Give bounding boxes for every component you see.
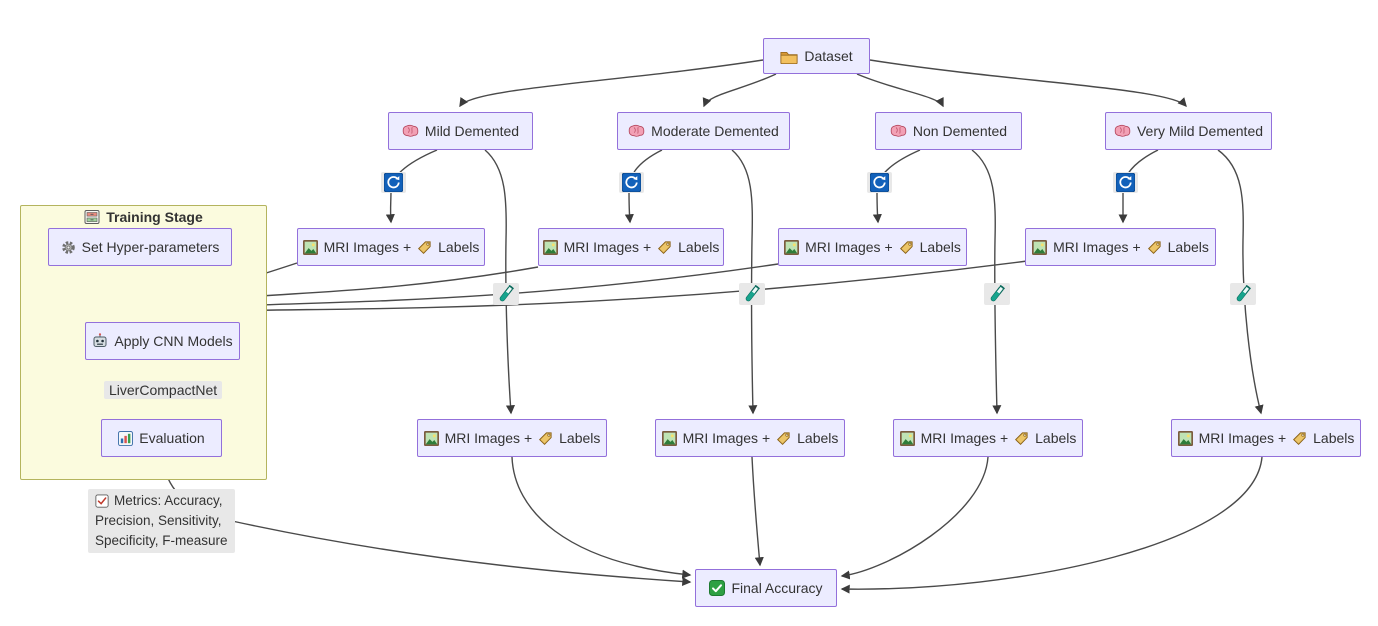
node-mri-train-2: MRI Images + Labels <box>538 228 724 266</box>
mri-images-label: MRI Images + <box>805 239 893 255</box>
edge-train4-cnn <box>193 260 1028 318</box>
brain-icon <box>890 124 907 138</box>
checkbox-icon <box>95 494 109 508</box>
edge-non-test <box>971 149 1002 415</box>
labels-label: Labels <box>438 239 480 255</box>
labels-label: Labels <box>678 239 720 255</box>
labels-label: Labels <box>797 430 839 446</box>
node-dataset: Dataset <box>763 38 870 74</box>
node-non-demented: Non Demented <box>875 112 1022 150</box>
edge-test3-final <box>840 456 989 580</box>
tag-icon <box>899 240 914 255</box>
tag-icon <box>1292 431 1307 446</box>
image-icon <box>661 430 677 446</box>
brain-icon <box>402 124 419 138</box>
tag-icon <box>776 431 791 446</box>
node-mri-test-4: MRI Images + Labels <box>1171 419 1361 457</box>
set-hyperparameters-label: Set Hyper-parameters <box>81 239 220 255</box>
image-icon <box>784 239 800 255</box>
moderate-demented-label: Moderate Demented <box>651 123 779 139</box>
mri-images-label: MRI Images + <box>920 430 1009 446</box>
tag-icon <box>538 431 553 446</box>
labels-label: Labels <box>1167 239 1209 255</box>
edge-verymild-test <box>1217 149 1264 415</box>
node-evaluation: Evaluation <box>101 419 222 457</box>
edge-train3-cnn <box>184 263 779 315</box>
tag-icon <box>417 240 432 255</box>
edge-dataset-moderate <box>702 73 777 108</box>
labels-label: Labels <box>919 239 961 255</box>
node-mri-test-3: MRI Images + Labels <box>893 419 1083 457</box>
labels-label: Labels <box>1313 430 1355 446</box>
metrics-line-3: Specificity, F-measure <box>95 533 228 548</box>
gear-icon <box>61 240 76 255</box>
node-mri-train-1: MRI Images + Labels <box>297 228 485 266</box>
node-mri-train-4: MRI Images + Labels <box>1025 228 1216 266</box>
evaluation-label: Evaluation <box>139 430 205 446</box>
node-mri-test-2: MRI Images + Labels <box>655 419 845 457</box>
dataset-label: Dataset <box>804 48 853 64</box>
training-stage-label: Training Stage <box>106 209 203 225</box>
image-icon <box>1177 430 1193 446</box>
model-name-edge-label: LiverCompactNet <box>104 381 223 399</box>
bar-chart-icon <box>118 430 134 446</box>
edge-test4-final <box>840 456 1263 594</box>
refresh-icon <box>619 172 644 193</box>
folder-icon <box>780 49 798 64</box>
node-mild-demented: Mild Demented <box>388 112 533 150</box>
edge-test1-final <box>511 456 692 579</box>
training-stage-title: Training Stage <box>21 209 266 225</box>
edge-moderate-test <box>731 149 758 415</box>
labels-label: Labels <box>559 430 601 446</box>
apply-cnn-models-label: Apply CNN Models <box>114 333 233 349</box>
image-icon <box>423 430 439 446</box>
edge-mild-test <box>484 149 516 415</box>
mri-images-label: MRI Images + <box>682 430 771 446</box>
refresh-icon <box>1113 172 1138 193</box>
robot-icon <box>92 333 108 349</box>
node-mri-test-1: MRI Images + Labels <box>417 419 607 457</box>
tag-icon <box>657 240 672 255</box>
node-mri-train-3: MRI Images + Labels <box>778 228 967 266</box>
test-tube-icon <box>1230 283 1256 305</box>
edge-test2-final <box>751 456 764 567</box>
final-accuracy-label: Final Accuracy <box>731 580 823 596</box>
image-icon <box>542 239 558 255</box>
mri-images-label: MRI Images + <box>1198 430 1287 446</box>
test-tube-icon <box>493 283 519 305</box>
tag-icon <box>1014 431 1029 446</box>
labels-label: Labels <box>1035 430 1077 446</box>
edge-dataset-non <box>856 73 944 108</box>
metrics-edge-label: Metrics: Accuracy, Precision, Sensitivit… <box>88 489 235 553</box>
metrics-line-1: Metrics: Accuracy, <box>114 493 223 508</box>
test-tube-icon <box>739 283 765 305</box>
refresh-icon <box>867 172 892 193</box>
node-set-hyperparameters: Set Hyper-parameters <box>48 228 232 266</box>
mri-images-label: MRI Images + <box>563 239 652 255</box>
brain-icon <box>1114 124 1131 138</box>
mild-demented-label: Mild Demented <box>424 123 520 139</box>
image-icon <box>302 239 318 255</box>
edge-dataset-mild <box>459 59 764 108</box>
test-tube-icon <box>984 283 1010 305</box>
image-icon <box>899 430 915 446</box>
tag-icon <box>1147 240 1162 255</box>
archive-box-icon <box>84 209 100 225</box>
refresh-icon <box>381 172 406 193</box>
brain-icon <box>628 124 645 138</box>
very-mild-demented-label: Very Mild Demented <box>1136 123 1264 139</box>
node-moderate-demented: Moderate Demented <box>617 112 790 150</box>
node-final-accuracy: Final Accuracy <box>695 569 837 607</box>
mri-images-label: MRI Images + <box>1053 239 1141 255</box>
mri-images-label: MRI Images + <box>444 430 533 446</box>
non-demented-label: Non Demented <box>912 123 1008 139</box>
node-very-mild-demented: Very Mild Demented <box>1105 112 1272 150</box>
edge-dataset-verymild <box>869 59 1187 108</box>
node-apply-cnn-models: Apply CNN Models <box>85 322 240 360</box>
metrics-line-2: Precision, Sensitivity, <box>95 513 222 528</box>
green-check-icon <box>709 580 726 596</box>
mri-images-label: MRI Images + <box>323 239 412 255</box>
image-icon <box>1032 239 1048 255</box>
